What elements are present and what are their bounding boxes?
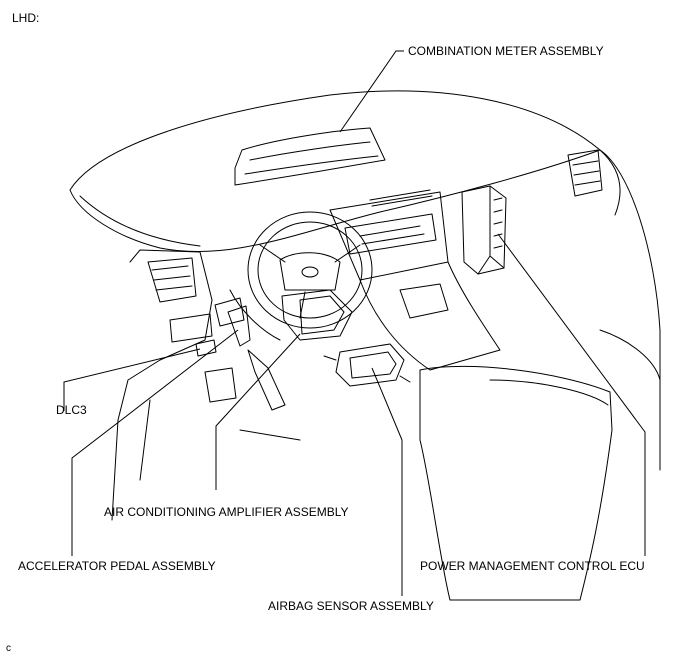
leader-air-conditioning (215, 333, 301, 490)
variant-label: LHD: (12, 11, 40, 25)
left-door-panel (117, 249, 213, 421)
figure-code: c (6, 643, 11, 654)
accelerator-pedal (247, 349, 286, 411)
leader-dlc3 (63, 348, 201, 411)
center-console (419, 365, 613, 601)
airbag-sensor-label: AIRBAG SENSOR ASSEMBLY (268, 599, 434, 613)
power-ecu-body (461, 185, 507, 275)
airbag-sensor-body (335, 343, 405, 387)
amplifier-body (281, 289, 353, 341)
leader-power-ecu (497, 233, 646, 556)
right-vent (567, 149, 603, 197)
combination-meter-label: COMBINATION METER ASSEMBLY (408, 44, 604, 58)
dlc3-label: DLC3 (56, 403, 87, 417)
meter-hood (234, 127, 386, 186)
dashboard-top-outline (69, 90, 621, 216)
dlc3-connector (195, 339, 217, 357)
steering-wheel (247, 211, 373, 329)
dashboard-front-edge (69, 149, 601, 253)
center-stack (329, 191, 449, 281)
power-management-ecu-label: POWER MANAGEMENT CONTROL ECU (420, 559, 645, 573)
accelerator-pedal-label: ACCELERATOR PEDAL ASSEMBLY (18, 559, 216, 573)
air-conditioning-amplifier-label: AIR CONDITIONING AMPLIFIER ASSEMBLY (104, 505, 349, 519)
leader-combination-meter (339, 50, 404, 133)
leader-accelerator (71, 329, 239, 556)
leader-airbag (371, 367, 403, 596)
